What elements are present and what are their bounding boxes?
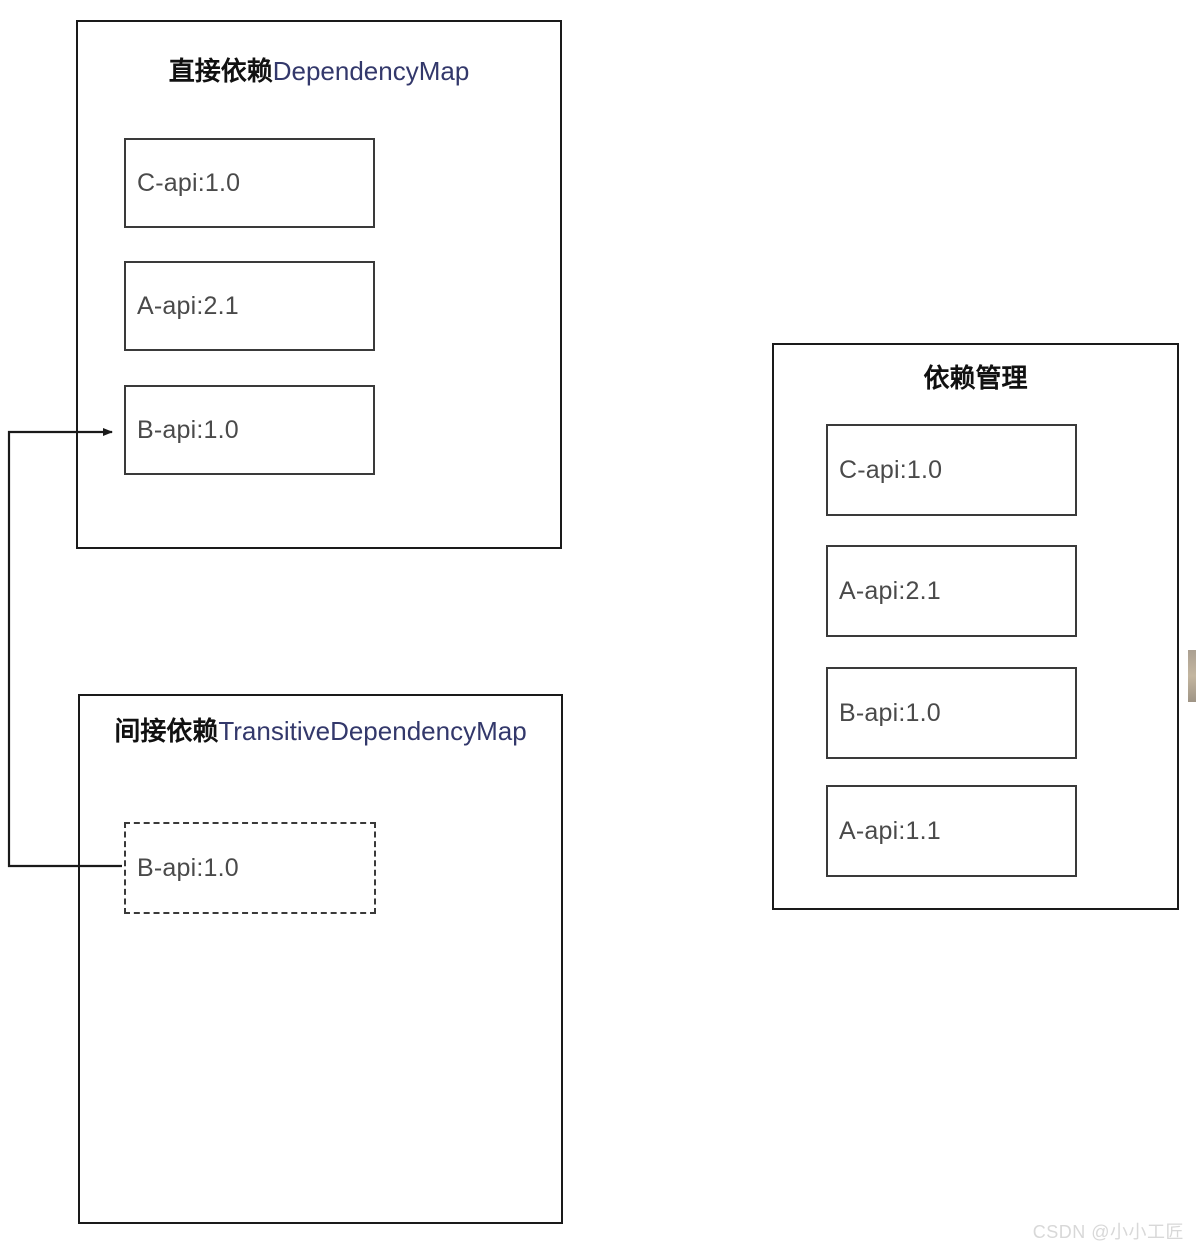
panel-direct-dependency-map-title: 直接依赖DependencyMap — [78, 56, 560, 87]
edge-artifact — [1188, 650, 1196, 702]
management-item-label-1: A-api:2.1 — [839, 576, 941, 605]
csdn-watermark: CSDN @小小工匠 — [1032, 1222, 1184, 1242]
direct-item-label-2: B-api:1.0 — [137, 415, 239, 444]
transitive-item-box-0[interactable]: B-api:1.0 — [124, 822, 376, 914]
management-item-label-2: B-api:1.0 — [839, 698, 941, 727]
direct-item-label-0: C-api:1.0 — [137, 168, 241, 197]
management-item-box-3[interactable]: A-api:1.1 — [826, 785, 1077, 877]
management-item-box-1[interactable]: A-api:2.1 — [826, 545, 1077, 637]
panel-dependency-management: 依赖管理 C-api:1.0 A-api:2.1 B-api:1.0 A-api… — [772, 343, 1179, 910]
panel-direct-title-cjk: 直接依赖 — [168, 56, 273, 86]
panel-direct-title-latin: DependencyMap — [272, 56, 470, 86]
transitive-item-label-0: B-api:1.0 — [137, 853, 239, 882]
management-item-label-3: A-api:1.1 — [839, 816, 941, 845]
direct-item-box-1[interactable]: A-api:2.1 — [124, 261, 375, 351]
direct-item-box-2[interactable]: B-api:1.0 — [124, 385, 375, 475]
panel-transitive-dependency-map: 间接依赖TransitiveDependencyMap B-api:1.0 — [78, 694, 563, 1224]
panel-transitive-dependency-map-title: 间接依赖TransitiveDependencyMap — [80, 716, 561, 747]
panel-transitive-title-cjk: 间接依赖 — [114, 716, 219, 746]
management-item-label-0: C-api:1.0 — [839, 455, 943, 484]
panel-direct-dependency-map: 直接依赖DependencyMap C-api:1.0 A-api:2.1 B-… — [76, 20, 562, 549]
management-item-box-2[interactable]: B-api:1.0 — [826, 667, 1077, 759]
panel-management-title-cjk: 依赖管理 — [923, 363, 1028, 393]
panel-transitive-title-latin: TransitiveDependencyMap — [218, 716, 527, 746]
panel-dependency-management-title: 依赖管理 — [774, 363, 1177, 394]
management-item-box-0[interactable]: C-api:1.0 — [826, 424, 1077, 516]
direct-item-box-0[interactable]: C-api:1.0 — [124, 138, 375, 228]
direct-item-label-1: A-api:2.1 — [137, 291, 239, 320]
